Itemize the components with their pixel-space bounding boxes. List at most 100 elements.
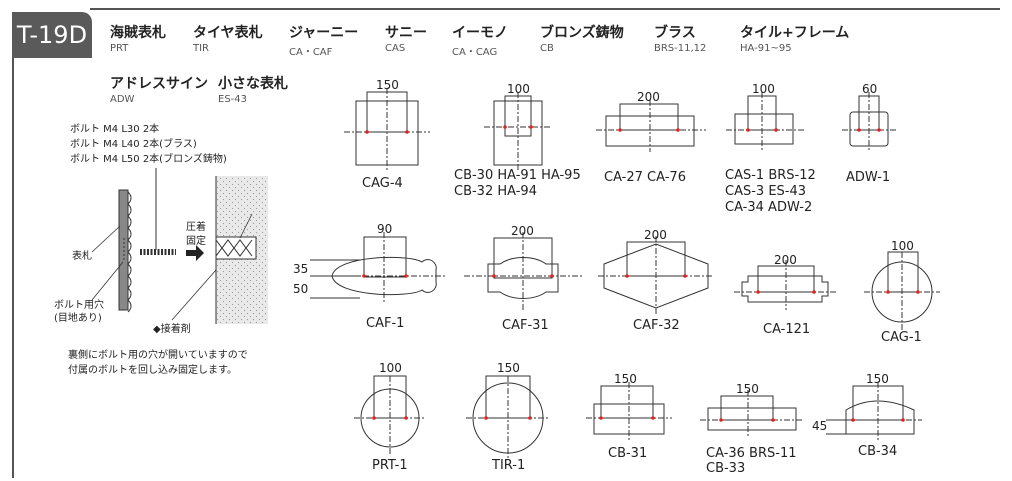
crimp-label: 圧着 [186,222,206,233]
prt1-width: 100 [379,361,402,375]
adw1-width: 60 [862,82,878,96]
category-name: 海賊表札 [110,25,166,41]
cag4-width: 150 [376,78,399,92]
cb30-label-2: CB-32 HA-94 [454,184,537,199]
caf31-label: CAF-31 [502,318,549,333]
caf1-label: CAF-1 [366,316,405,331]
plate-label: 表札 [72,251,92,262]
category-code: BRS-11,12 [654,43,707,54]
shape-cas1 [726,92,804,150]
cb30-label-1: CB-30 HA-91 HA-95 [454,168,581,183]
section-badge: T-19D [12,12,92,58]
shape-adw1 [842,92,896,150]
ca36-label-2: CB-33 [706,461,746,476]
plate-shape [118,189,129,311]
cas1-label-1: CAS-1 BRS-12 [725,168,816,183]
category-brs: ブラス BRS-11,12 [654,22,706,54]
shape-cb34 [826,382,922,440]
adhesive-wave [127,191,132,313]
ca36-width: 150 [736,382,759,396]
tir1-label: TIR-1 [492,458,526,473]
category-cas: サニー CAS [385,22,427,54]
caf32-label: CAF-32 [633,318,680,333]
bolt-spec-1: ボルト M4 L30 2本 [70,124,160,135]
caf32-width: 200 [644,228,667,242]
category-name: タイヤ表札 [193,25,263,41]
category-name: ブラス [654,25,696,41]
wall-label: 壁 [237,289,247,300]
shape-tir1 [466,375,550,458]
shape-caf32 [598,236,714,316]
bolt-spec-3: ボルト M4 L50 2本(ブロンズ鋳物) [70,154,227,165]
tir1-width: 150 [497,361,520,375]
category-ca-caf: ジャーニー CA・CAF [289,22,358,58]
bolt-hole-label: ボルト用穴 [54,300,104,311]
shape-cb31 [586,382,672,440]
cag1-width: 100 [891,239,914,253]
category-code: ADW [110,94,135,105]
category-name: タイル+フレーム [740,25,850,41]
left-rule [12,58,14,478]
ca36-label-1: CA-36 BRS-11 [706,446,797,461]
category-code: TIR [193,43,210,54]
caf1-width: 90 [377,222,393,236]
category-code: CB [540,43,554,54]
cb30-width: 100 [507,82,530,96]
cb31-width: 150 [614,372,637,386]
shape-ca27 [596,100,706,152]
cas1-label-2: CAS-3 ES-43 [725,184,807,199]
install-note-2: 付属のボルトを回し込み固定します。 [68,365,237,376]
shape-caf31 [464,232,582,312]
bolt-spec-2: ボルト M4 L40 2本(ブラス) [70,139,197,150]
category-code: CA・CAF [289,47,333,58]
mount-hole-label: 取付穴 [232,204,262,215]
category-adw: アドレスサイン ADW [110,73,208,105]
cag1-label: CAG-1 [881,330,922,345]
category-name: 小さな表札 [218,76,288,92]
category-code: CAS [385,43,406,54]
caf1-height-1: 35 [293,262,309,276]
category-code: HA-91~95 [740,43,792,54]
category-code: ES-43 [218,94,247,105]
shape-ca36 [700,390,804,438]
shape-cag1 [864,251,940,330]
category-name: サニー [385,25,427,41]
shape-caf1 [310,232,446,302]
category-es: 小さな表札 ES-43 [218,73,288,105]
adhesive-label: ◆接着剤 [153,324,191,335]
install-note-1: 裏側にボルト用の穴が開いていますので [68,350,248,361]
adw1-label: ADW-1 [846,170,891,185]
category-ha: タイル+フレーム HA-91~95 [740,22,849,54]
cb34-width: 150 [866,372,889,386]
cb34-height: 45 [812,419,828,433]
cag4-label: CAG-4 [362,176,403,191]
category-code: PRT [110,43,129,54]
cb31-label: CB-31 [608,446,648,461]
category-name: アドレスサイン [110,76,208,92]
bolt-hole-sub-label: (目地あり) [54,313,102,324]
cas1-width: 100 [752,82,775,96]
shape-cag4 [344,88,430,172]
category-tir: タイヤ表札 TIR [193,22,263,54]
shape-cb30 [484,92,552,172]
shape-ca121 [734,260,838,310]
header-rule [90,8,1000,10]
category-code: CA・CAG [452,47,498,58]
fix-label: 固定 [186,236,206,247]
category-name: イーモノ [452,25,508,41]
category-name: ブロンズ鋳物 [540,25,624,41]
caf1-height-2: 50 [293,282,309,296]
category-prt: 海賊表札 PRT [110,22,166,54]
category-ca-cag: イーモノ CA・CAG [452,22,508,58]
cas1-label-3: CA-34 ADW-2 [725,200,813,215]
category-name: ジャーニー [289,25,359,41]
cb34-label: CB-34 [858,444,898,459]
ca121-width: 200 [774,253,797,267]
caf31-width: 200 [511,224,534,238]
ca121-label: CA-121 [763,322,811,337]
ca27-width: 200 [637,90,660,104]
shape-prt1 [354,375,426,456]
category-cb: ブロンズ鋳物 CB [540,22,624,54]
ca27-label: CA-27 CA-76 [604,170,686,185]
prt1-label: PRT-1 [372,458,408,473]
